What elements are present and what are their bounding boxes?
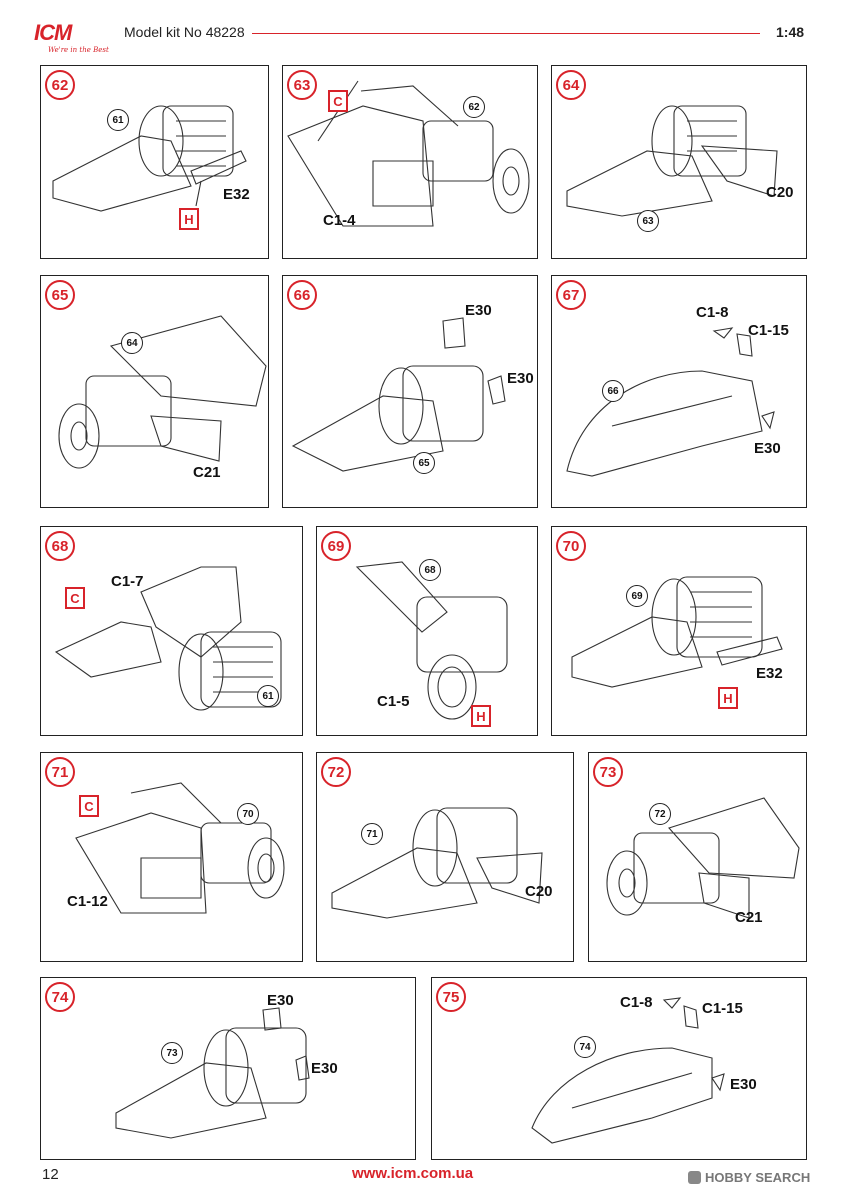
step-panel-75: 75 74 C1-8 C1-15 E30 [431,977,807,1160]
part-label: E30 [311,1060,338,1077]
watermark: HOBBY SEARCH [688,1170,810,1185]
assembly-drawing [606,797,800,919]
page-header: ICM We're in the Best Model kit No 48228… [0,0,848,62]
part-label: C1-7 [111,573,144,590]
reference-step: 65 [413,452,435,474]
step-number: 71 [45,757,75,787]
step-number: 65 [45,280,75,310]
assembly-drawing [331,807,543,919]
reference-step: 61 [107,109,129,131]
assembly-drawing [52,105,247,212]
part-label: E30 [730,1076,757,1093]
step-number: 62 [45,70,75,100]
paint-code: C [79,795,99,817]
paint-code: C [328,90,348,112]
step-panel-71: 71 70 C1-12 C [40,752,303,962]
step-panel-65: 65 64 C21 [40,275,269,508]
part-label: C1-8 [620,994,653,1011]
step-panel-68: 68 61 C1-7 C [40,526,303,736]
step-panel-63: 63 62 C1-4 C [282,65,538,259]
model-kit-title: Model kit No 48228 [124,24,245,40]
part-label: C1-15 [702,1000,743,1017]
part-label: C20 [525,883,553,900]
part-label: E30 [754,440,781,457]
hobby-search-icon [688,1171,701,1184]
step-panel-73: 73 72 C21 [588,752,807,962]
watermark-text: HOBBY SEARCH [705,1170,811,1185]
reference-step: 64 [121,332,143,354]
page-number: 12 [42,1166,59,1183]
assembly-drawing [571,576,783,688]
reference-step: 73 [161,1042,183,1064]
website-link[interactable]: www.icm.com.ua [352,1165,474,1182]
assembly-drawing [115,1007,310,1139]
step-number: 66 [287,280,317,310]
step-panel-64: 64 63 C20 [551,65,807,259]
assembly-drawing [531,997,725,1144]
step-panel-66: 66 65 E30 E30 [282,275,538,508]
step-panel-74: 74 73 E30 E30 [40,977,416,1160]
part-label: C21 [735,909,763,926]
assembly-drawing [58,315,267,469]
paint-code: H [471,705,491,727]
assembly-drawing [355,561,508,720]
reference-step: 70 [237,803,259,825]
paint-code: C [65,587,85,609]
step-number: 74 [45,982,75,1012]
part-label: C1-8 [696,304,729,321]
step-number: 67 [556,280,586,310]
reference-step: 71 [361,823,383,845]
header-rule [252,33,760,34]
reference-step: 74 [574,1036,596,1058]
reference-step: 69 [626,585,648,607]
part-label: C1-5 [377,693,410,710]
step-panel-67: 67 66 C1-8 C1-15 E30 [551,275,807,508]
step-number: 72 [321,757,351,787]
assembly-drawing [566,327,775,477]
assembly-drawing [287,80,530,227]
part-label: E32 [223,186,250,203]
part-label: E32 [756,665,783,682]
assembly-drawing [566,105,778,217]
part-label: E30 [465,302,492,319]
step-panel-70: 70 69 E32 H [551,526,807,736]
step-panel-69: 69 68 C1-5 H [316,526,538,736]
part-label: C1-4 [323,212,356,229]
step-number: 64 [556,70,586,100]
reference-step: 63 [637,210,659,232]
icm-logo: ICM We're in the Best [34,20,118,60]
part-label: E30 [507,370,534,387]
step-number: 75 [436,982,466,1012]
reference-step: 62 [463,96,485,118]
scale-label: 1:48 [776,24,805,40]
logo-tagline: We're in the Best [48,46,109,54]
step-number: 70 [556,531,586,561]
part-label: E30 [267,992,294,1009]
part-label: C21 [193,464,221,481]
assembly-drawing [54,566,282,711]
reference-step: 66 [602,380,624,402]
step-panel-62: 62 61 E32 H [40,65,269,259]
paint-code: H [179,208,199,230]
reference-step: 68 [419,559,441,581]
reference-step: 61 [257,685,279,707]
step-number: 63 [287,70,317,100]
assembly-drawing [75,782,285,914]
part-label: C1-15 [748,322,789,339]
part-label: C20 [766,184,794,201]
reference-step: 72 [649,803,671,825]
part-label: C1-12 [67,893,108,910]
step-number: 69 [321,531,351,561]
assembly-drawing [291,317,506,472]
step-number: 68 [45,531,75,561]
step-panel-72: 72 71 C20 [316,752,574,962]
step-number: 73 [593,757,623,787]
logo-mark: ICM [34,20,72,45]
paint-code: H [718,687,738,709]
